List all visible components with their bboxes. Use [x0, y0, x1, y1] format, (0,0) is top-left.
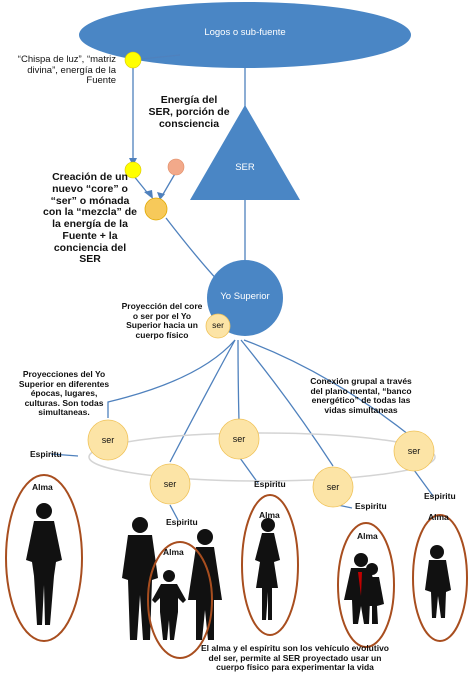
alma-label-5: Alma — [428, 512, 449, 522]
silhouettes — [26, 503, 451, 640]
ser-label-2: ser — [232, 434, 246, 444]
espiritu-label-3: Espiritu — [254, 479, 286, 489]
alma-ellipse-2 — [147, 541, 213, 659]
silhouette-family — [122, 517, 222, 640]
alma-ellipse-5 — [412, 514, 468, 642]
logos-ellipse — [79, 2, 411, 68]
silhouette-man-2 — [425, 545, 451, 618]
alma-ellipse-3 — [241, 494, 299, 636]
silhouette-business-couple — [344, 553, 384, 624]
espiritu-label-5: Espiritu — [424, 491, 456, 501]
proyeccion-annotation: Proyección del core o ser por el Yo Supe… — [121, 301, 203, 340]
conexion-annotation: Conexión grupal a través del plano menta… — [310, 376, 412, 415]
espiritu-label-4: Espiritu — [355, 501, 387, 511]
logos-label: Logos o sub-fuente — [204, 27, 286, 38]
alma-label-1: Alma — [32, 482, 53, 492]
salmon-circle — [167, 158, 185, 176]
ser-circle-4 — [149, 463, 191, 505]
yo-superior-label: Yo Superior — [220, 291, 270, 302]
ser-circle-1 — [87, 419, 129, 461]
monad-circle — [144, 197, 168, 221]
ser-circle-3 — [393, 430, 435, 472]
ser-label-3: ser — [407, 446, 421, 456]
ser-circle-2 — [218, 418, 260, 460]
ser-core-circle — [205, 313, 231, 339]
group-connection-ellipse — [88, 432, 436, 482]
yellow-circle-top — [124, 51, 142, 69]
alma-label-4: Alma — [357, 531, 378, 541]
ser-circle-5 — [312, 466, 354, 508]
energia-annotation: Energía del SER, porción de consciencia — [148, 94, 230, 130]
yellow-circle-mid — [124, 161, 142, 179]
chispa-annotation: “Chispa de luz”, “matriz divina”, energí… — [17, 54, 116, 87]
ser-label-4: ser — [163, 479, 177, 489]
bottom-annotation: El alma y el espíritu son los vehículo e… — [200, 643, 389, 673]
alma-ellipse-1 — [5, 474, 83, 642]
ser-triangle-label: SER — [235, 162, 255, 173]
alma-label-3: Alma — [259, 510, 280, 520]
espiritu-label-1: Espiritu — [30, 449, 62, 459]
ser-label-1: ser — [101, 435, 115, 445]
alma-label-2: Alma — [163, 547, 184, 557]
silhouette-woman — [255, 518, 280, 620]
proyecciones-annotation: Proyecciones del Yo Superior en diferent… — [18, 369, 110, 418]
ser-label-5: ser — [326, 482, 340, 492]
alma-ellipses — [5, 474, 468, 659]
alma-ellipse-4 — [337, 522, 395, 648]
ser-triangle — [190, 105, 300, 200]
connector-lines — [50, 54, 434, 521]
ser-core-label: ser — [212, 320, 224, 330]
creacion-annotation: Creación de un nuevo “core” o “ser” o mó… — [43, 171, 137, 266]
silhouette-man-1 — [26, 503, 62, 625]
espiritu-label-2: Espiritu — [166, 517, 198, 527]
